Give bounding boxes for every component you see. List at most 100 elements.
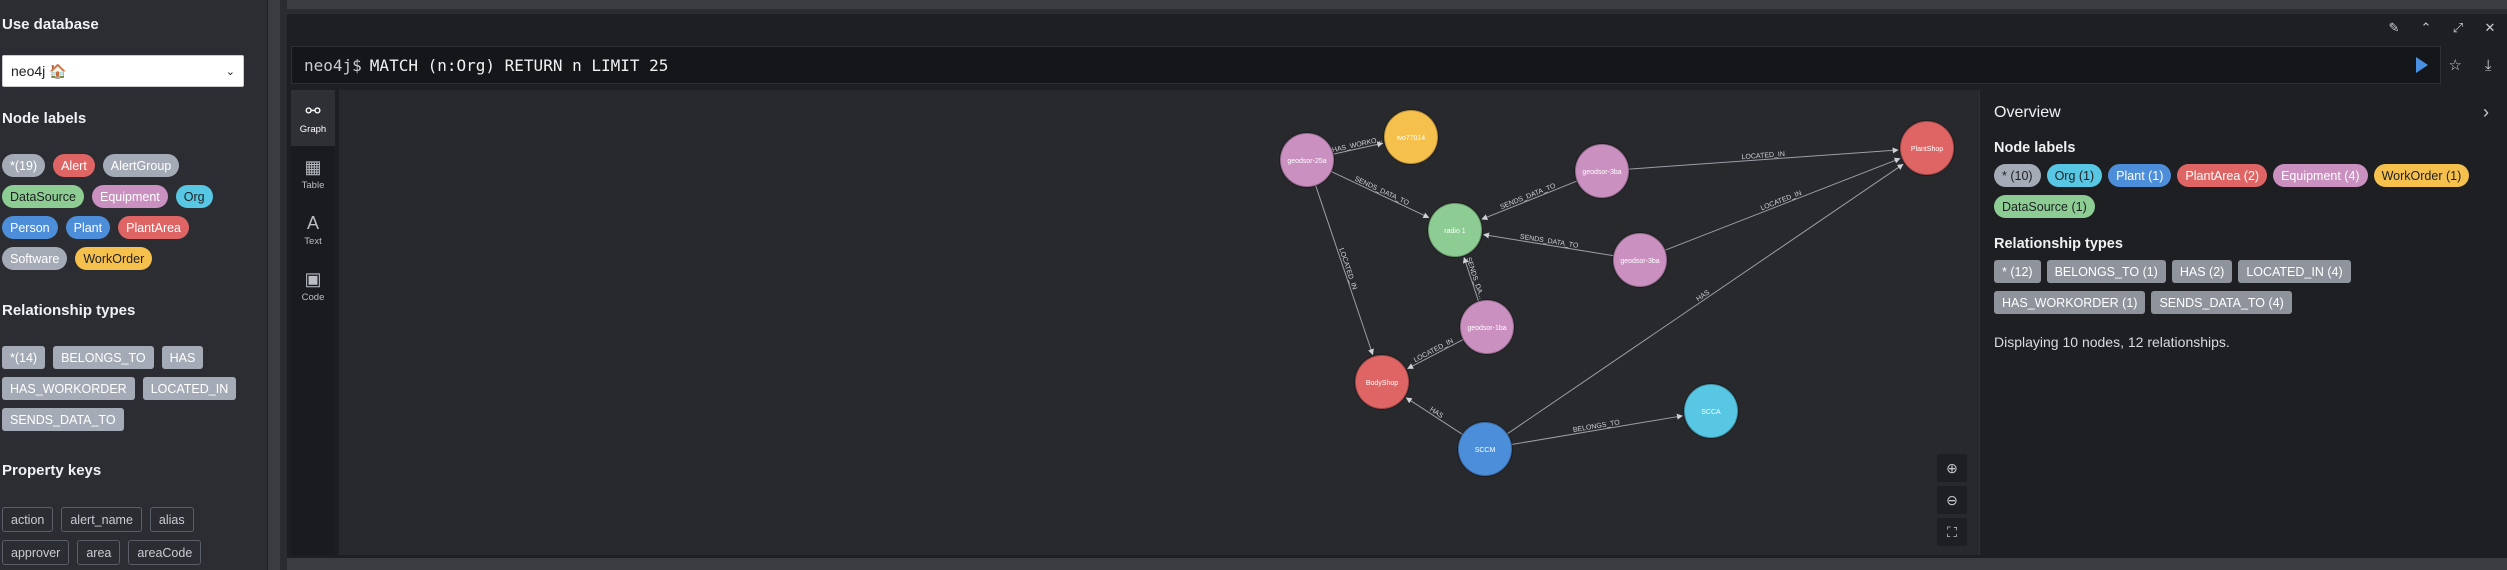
overview-node-label-chip[interactable]: Equipment (4) xyxy=(2273,164,2368,187)
star-icon[interactable]: ☆ xyxy=(2448,57,2462,74)
overview-relationship-chip[interactable]: HAS_WORKORDER (1) xyxy=(1994,291,2146,314)
node-label-chip[interactable]: *(19) xyxy=(2,154,46,177)
overview-relationship-chip[interactable]: * (12) xyxy=(1994,260,2041,283)
overview-node-label-chip[interactable]: WorkOrder (1) xyxy=(2373,164,2470,187)
graph-node[interactable] xyxy=(1612,232,1668,288)
relationship-label: LOCATED_IN xyxy=(1337,247,1358,290)
use-database-title: Use database xyxy=(2,16,99,33)
pin-icon[interactable]: ✎ xyxy=(2388,20,2400,35)
relationship-edge[interactable] xyxy=(1462,256,1480,302)
graph-node-caption: geodsor-1ba xyxy=(1467,325,1506,332)
relationship-edge[interactable] xyxy=(1507,163,1904,435)
node-label-chip[interactable]: WorkOrder xyxy=(75,247,153,270)
property-key-chip[interactable]: action xyxy=(2,507,54,532)
result-frame: ✎ ⌃ ⤢ ✕ neo4j$ MATCH (n:Org) RETURN n LI… xyxy=(287,14,2507,562)
relationship-edge[interactable] xyxy=(1331,171,1430,219)
relationship-edge[interactable] xyxy=(1511,413,1683,446)
text-icon: A xyxy=(306,212,319,233)
relationship-type-chip[interactable]: *(14) xyxy=(2,346,46,369)
relationship-label: HAS xyxy=(1695,289,1711,303)
overview-node-label-chip[interactable]: * (10) xyxy=(1994,164,2041,187)
relationship-label: HAS xyxy=(1428,406,1444,420)
overview-node-labels-title: Node labels xyxy=(1994,140,2076,156)
chevron-right-icon[interactable]: › xyxy=(2483,102,2489,122)
tab-code[interactable]: ▣Code xyxy=(291,258,335,314)
overview-node-label-chip[interactable]: Org (1) xyxy=(2046,164,2103,187)
relationship-label: BELONGS_TO xyxy=(1573,419,1621,434)
graph-node-caption: geodsor-3ba xyxy=(1620,258,1659,265)
close-icon[interactable]: ✕ xyxy=(2484,20,2496,35)
fit-icon[interactable]: ⛶ xyxy=(1937,518,1967,546)
relationship-label: LOCATED_IN xyxy=(1741,151,1785,161)
tab-table[interactable]: ▦Table xyxy=(291,146,335,202)
graph-node-caption: PlantShop xyxy=(1911,146,1943,153)
graph-node-caption: wo77014 xyxy=(1396,135,1426,142)
graph-node[interactable] xyxy=(1899,120,1955,176)
graph-node[interactable] xyxy=(1354,354,1410,410)
overview-node-label-chip[interactable]: Plant (1) xyxy=(2108,164,2172,187)
query-text[interactable]: MATCH (n:Org) RETURN n LIMIT 25 xyxy=(369,55,669,75)
relationship-label: SENDS_DA... xyxy=(1464,257,1484,301)
node-label-chip[interactable]: Equipment xyxy=(92,185,168,208)
overview-relationship-chip[interactable]: HAS (2) xyxy=(2171,260,2233,283)
relationship-edge[interactable] xyxy=(1481,180,1578,220)
property-key-chip[interactable]: areaCode xyxy=(128,540,202,565)
relationship-edge[interactable] xyxy=(1405,397,1463,435)
overview-relationship-chip[interactable]: LOCATED_IN (4) xyxy=(2238,260,2351,283)
graph-node-caption: geodsor-25a xyxy=(1287,158,1326,165)
overview-node-label-chip[interactable]: PlantArea (2) xyxy=(2177,164,2268,187)
relationship-edge[interactable] xyxy=(1483,232,1614,257)
node-label-chip[interactable]: AlertGroup xyxy=(102,154,180,177)
relationship-edge[interactable] xyxy=(1315,185,1374,356)
frame-controls: ✎ ⌃ ⤢ ✕ xyxy=(2385,20,2507,38)
property-key-chip[interactable]: alert_name xyxy=(61,507,142,532)
zoom-out-icon[interactable]: ⊖ xyxy=(1937,486,1967,514)
node-label-chip[interactable]: Software xyxy=(2,247,68,270)
graph-node[interactable] xyxy=(1383,109,1439,165)
relationship-type-chip[interactable]: SENDS_DATA_TO xyxy=(2,408,124,431)
tab-graph[interactable]: ⚯Graph xyxy=(291,90,335,146)
node-label-chip[interactable]: Plant xyxy=(65,216,111,239)
relationship-type-chip[interactable]: HAS xyxy=(161,346,204,369)
node-label-chip[interactable]: Person xyxy=(2,216,58,239)
overview-node-label-chip[interactable]: DataSource (1) xyxy=(1994,195,2095,218)
run-icon[interactable] xyxy=(2416,57,2428,73)
property-key-chip[interactable]: alias xyxy=(149,507,194,532)
query-editor[interactable]: neo4j$ MATCH (n:Org) RETURN n LIMIT 25 xyxy=(291,46,2441,84)
node-label-chip[interactable]: DataSource xyxy=(2,185,85,208)
graph-node[interactable] xyxy=(1574,143,1630,199)
relationship-type-chip[interactable]: HAS_WORKORDER xyxy=(2,377,135,400)
sidebar-scrollbar[interactable] xyxy=(268,0,280,570)
fullscreen-icon[interactable]: ⤢ xyxy=(2452,20,2464,35)
node-label-chip[interactable]: Org xyxy=(175,185,213,208)
overview-relationship-chip[interactable]: SENDS_DATA_TO (4) xyxy=(2151,291,2292,314)
relationship-edge[interactable] xyxy=(1664,157,1901,251)
relationship-type-chip[interactable]: LOCATED_IN xyxy=(142,377,237,400)
node-label-chip[interactable]: Alert xyxy=(53,154,95,177)
relationship-edge[interactable] xyxy=(1333,141,1384,155)
property-key-chip[interactable]: approver xyxy=(2,540,70,565)
relationship-types-list: *(14) BELONGS_TO HAS HAS_WORKORDER LOCATED_I… xyxy=(2,346,262,431)
graph-node[interactable] xyxy=(1459,299,1515,355)
collapse-icon[interactable]: ⌃ xyxy=(2420,20,2432,35)
zoom-in-icon[interactable]: ⊕ xyxy=(1937,454,1967,482)
property-key-chip[interactable]: area xyxy=(77,540,121,565)
graph-node[interactable] xyxy=(1683,383,1739,439)
relationship-edge[interactable] xyxy=(1628,147,1899,170)
overview-status: Displaying 10 nodes, 12 relationships. xyxy=(1994,334,2230,350)
database-select[interactable]: neo4j 🏠 ⌄ xyxy=(2,55,244,87)
node-label-chip[interactable]: PlantArea xyxy=(118,216,190,239)
overview-relationship-chip[interactable]: BELONGS_TO (1) xyxy=(2046,260,2166,283)
download-icon[interactable]: ⤓ xyxy=(2484,56,2492,74)
graph-node[interactable] xyxy=(1457,421,1513,477)
relationship-edge[interactable] xyxy=(1407,339,1464,369)
graph-node[interactable] xyxy=(1427,202,1483,258)
graph-node[interactable] xyxy=(1279,132,1335,188)
relationship-type-chip[interactable]: BELONGS_TO xyxy=(53,346,154,369)
tab-label: Table xyxy=(301,179,325,191)
